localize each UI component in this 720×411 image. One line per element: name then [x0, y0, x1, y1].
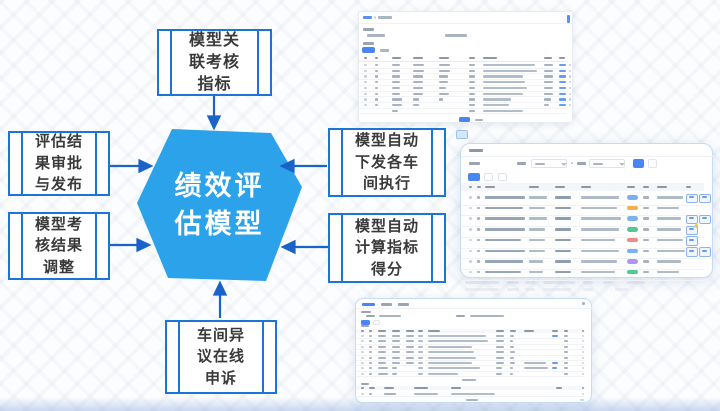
box-label: 车间异 议在线 申诉	[196, 326, 245, 387]
breadcrumb-item	[378, 16, 392, 19]
secondary-button	[484, 173, 493, 181]
box-inner-line	[341, 130, 343, 195]
section-label	[361, 324, 369, 327]
screenshot-appeal-detail	[355, 298, 593, 403]
ghost-table-rows	[465, 281, 710, 294]
filter-label	[517, 162, 526, 165]
arrow-left-bottom-head	[136, 237, 152, 253]
scrollbar-thumb	[567, 15, 570, 23]
primary-button	[362, 47, 375, 53]
table-footer-total	[462, 379, 476, 381]
filter-select	[589, 158, 625, 168]
mini-table	[359, 12, 572, 122]
tab	[398, 303, 409, 306]
diagram-box-right-bottom: 模型自动 计算指标 得分	[328, 213, 446, 283]
arrow-left-top-head	[138, 158, 154, 174]
box-inner-line	[21, 133, 23, 194]
pagination-current	[459, 117, 470, 122]
pagination-info	[466, 399, 478, 401]
section-label	[363, 42, 374, 45]
box-inner-line	[341, 215, 343, 281]
box-inner-line	[257, 31, 259, 94]
form-field-value	[445, 34, 467, 37]
field-label	[366, 315, 375, 317]
box-inner-line	[178, 322, 180, 392]
arrow-bottom-head	[212, 280, 228, 296]
diagram-box-left-bottom: 模型考 核结果 调整	[8, 212, 110, 280]
field-label	[456, 315, 465, 317]
chevron-down-icon	[619, 162, 625, 166]
box-label: 模型自动 下发各车 间执行	[354, 132, 419, 193]
tab	[381, 303, 392, 306]
primary-button	[361, 320, 370, 325]
section-label	[361, 382, 369, 385]
arrow-right-bottom-head	[280, 239, 296, 255]
breadcrumb	[363, 16, 372, 19]
breadcrumb-sep	[374, 16, 376, 19]
box-label: 模型关 联考核 指标	[188, 31, 240, 93]
box-inner-line	[95, 214, 97, 278]
hexagon-label: 绩效评 估模型	[174, 171, 265, 239]
divider	[461, 155, 714, 157]
tab-active	[362, 303, 375, 306]
filter-select	[531, 158, 567, 168]
pagination-end	[580, 399, 584, 401]
section-label	[361, 311, 371, 313]
secondary-button	[373, 320, 380, 325]
secondary-button	[498, 173, 507, 181]
reset-button	[648, 158, 657, 168]
filter-label	[469, 162, 480, 165]
divider	[356, 308, 593, 309]
box-inner-line	[21, 214, 23, 278]
mini-table	[461, 144, 712, 281]
diagram-box-bottom: 车间异 议在线 申诉	[165, 320, 277, 394]
mini-table-secondary	[356, 299, 591, 402]
panel-title	[469, 149, 483, 152]
box-inner-line	[431, 130, 433, 195]
section-label	[363, 28, 374, 31]
search-button	[633, 158, 644, 168]
filter-label	[577, 162, 586, 165]
box-inner-line	[262, 322, 264, 392]
box-inner-line	[431, 215, 433, 281]
form-field-label	[367, 34, 385, 37]
screenshot-indicator-list	[358, 11, 574, 123]
field-value	[379, 315, 401, 317]
box-label: 模型考 核结果 调整	[34, 215, 83, 276]
diagram-box-top: 模型关 联考核 指标	[157, 29, 272, 96]
arrow-top-head	[206, 115, 222, 131]
box-label: 评估结 果审批 与发布	[34, 133, 83, 194]
screenshot-dispatch-list	[460, 143, 714, 281]
hint-text	[380, 49, 389, 52]
pagination-info	[475, 118, 483, 121]
box-inner-line	[170, 31, 172, 94]
box-label: 模型自动 计算指标 得分	[354, 217, 419, 278]
colon	[571, 162, 573, 164]
divider	[359, 23, 574, 24]
mini-table	[356, 299, 591, 402]
field-value	[470, 315, 504, 317]
diagram-box-left-top: 评估结 果审批 与发布	[8, 131, 110, 196]
stray-mini-button	[456, 130, 468, 139]
hexagon-shape	[137, 129, 302, 281]
arrow-right-top-head	[279, 158, 295, 174]
primary-button	[468, 173, 480, 181]
box-inner-line	[95, 133, 97, 194]
diagram-box-right-top: 模型自动 下发各车 间执行	[328, 128, 446, 197]
chevron-down-icon	[561, 162, 567, 166]
corner-mark	[582, 302, 585, 305]
